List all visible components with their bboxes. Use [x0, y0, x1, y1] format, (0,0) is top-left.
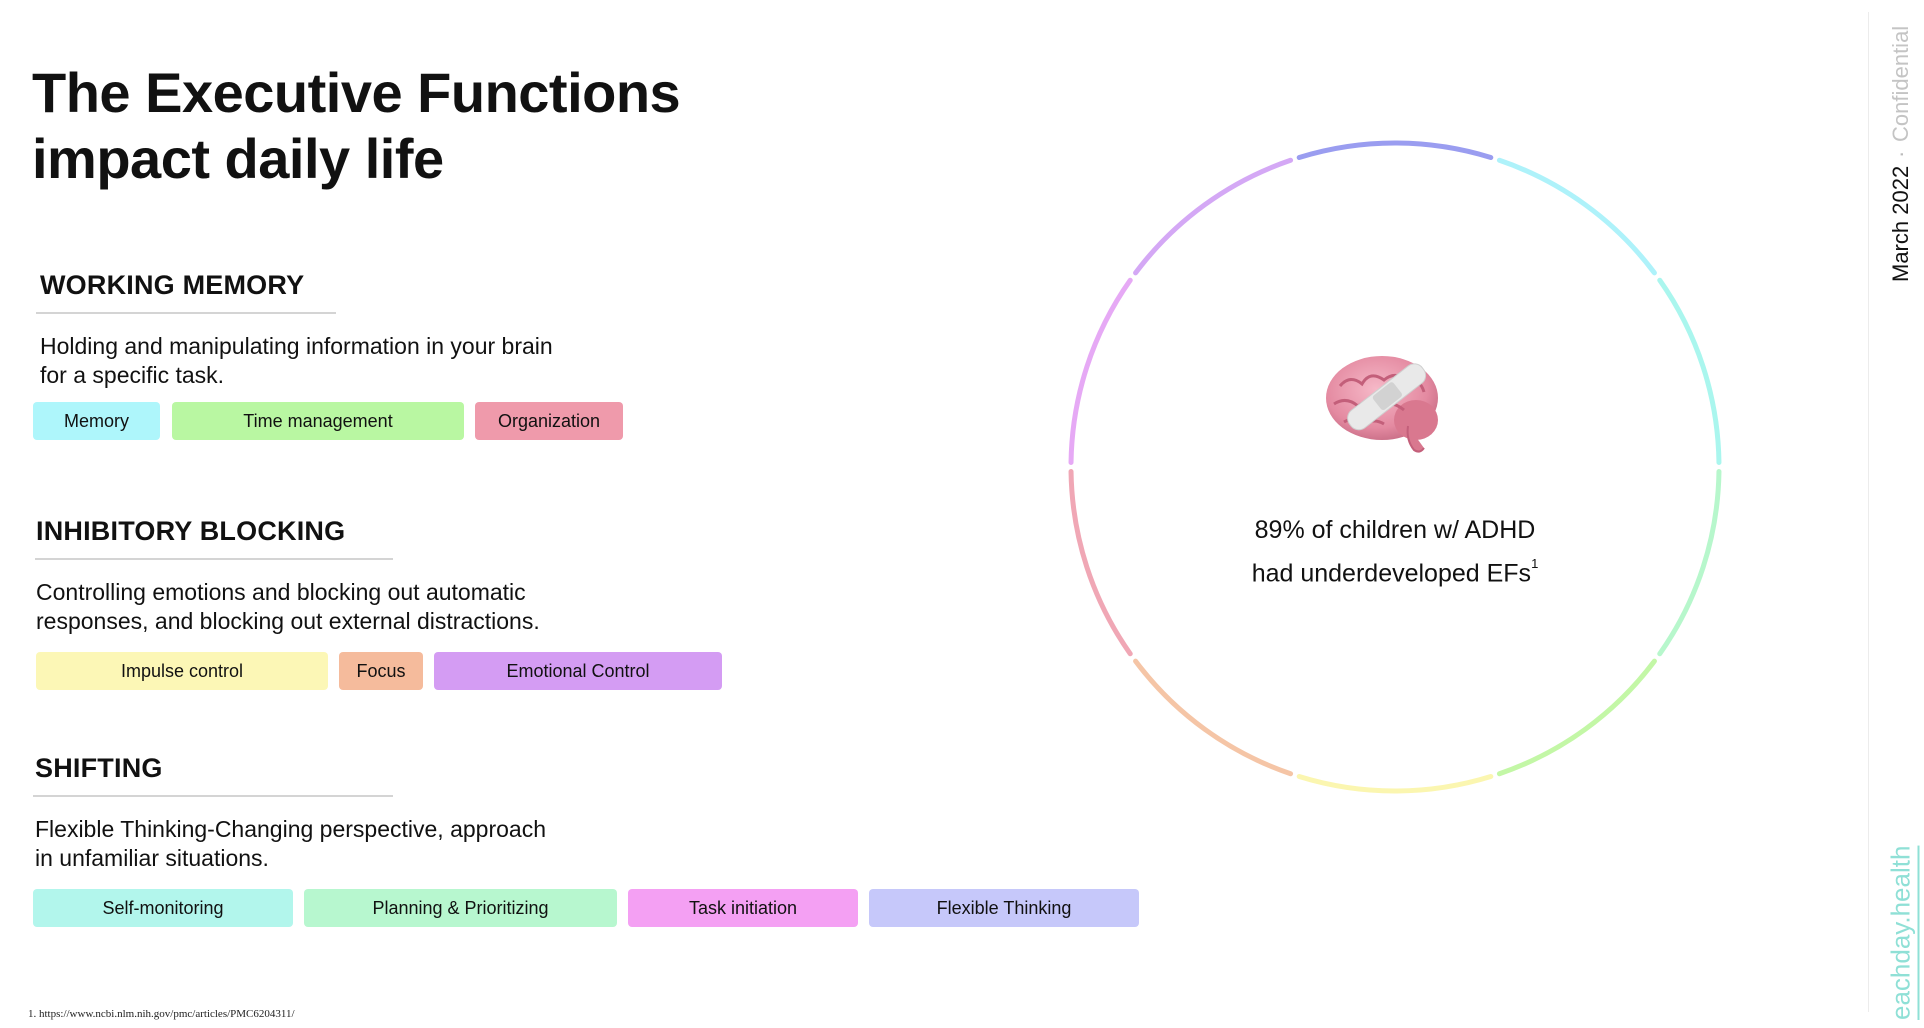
section-heading: WORKING MEMORY: [40, 270, 305, 300]
adhd-stat-line-2: had underdeveloped EFs1: [1193, 549, 1597, 592]
page-title-line-2: impact daily life: [32, 127, 444, 190]
section-divider: [33, 795, 393, 797]
section-description: Flexible Thinking-Changing perspective, …: [35, 815, 675, 873]
section-description-line: Controlling emotions and blocking out au…: [36, 579, 526, 605]
ring-segment: [1657, 277, 1722, 465]
ring-segment: [1068, 469, 1133, 657]
sidebar-meta: March 2022 · Confidential: [1886, 12, 1916, 282]
footnote-marker: 1: [1531, 556, 1539, 571]
tag-planning-prioritizing: Planning & Prioritizing: [304, 889, 617, 927]
ef-ring-svg: [1068, 140, 1722, 794]
section-description: Holding and manipulating information in …: [40, 332, 680, 390]
section-description-line: in unfamiliar situations.: [35, 845, 269, 871]
sidebar-date: March 2022: [1888, 165, 1913, 282]
ring-segment: [1496, 658, 1657, 777]
ring-segment: [1133, 157, 1294, 276]
tag-memory: Memory: [33, 402, 160, 440]
page-title: The Executive Functions impact daily lif…: [32, 60, 681, 192]
section-heading: SHIFTING: [35, 753, 163, 783]
brand-link[interactable]: eachday.health: [1885, 845, 1916, 1020]
tag-focus: Focus: [339, 652, 423, 690]
tag-self-monitoring: Self-monitoring: [33, 889, 293, 927]
section-divider: [35, 558, 393, 560]
section-description-line: Flexible Thinking-Changing perspective, …: [35, 816, 546, 842]
tag-time-management: Time management: [172, 402, 464, 440]
ring-segment: [1068, 277, 1133, 465]
ring-segment: [1657, 469, 1722, 657]
adhd-stat: 89% of children w/ ADHD had underdevelop…: [1193, 512, 1597, 592]
ring-segment: [1296, 774, 1494, 794]
brain-with-bandage-icon: [1326, 356, 1438, 453]
ring-segment: [1296, 140, 1494, 160]
section-description: Controlling emotions and blocking out au…: [36, 578, 676, 636]
ring-segment: [1133, 658, 1294, 777]
section-description-line: for a specific task.: [40, 362, 225, 388]
tag-impulse-control: Impulse control: [36, 652, 328, 690]
ef-ring: [1062, 134, 1728, 800]
adhd-stat-line-2-text: had underdeveloped EFs: [1251, 559, 1532, 588]
sidebar-separator: ·: [1888, 150, 1913, 158]
sidebar-divider: [1868, 12, 1869, 1012]
section-description-line: responses, and blocking out external dis…: [36, 608, 540, 634]
section-description-line: Holding and manipulating information in …: [40, 333, 553, 359]
tag-emotional-control: Emotional Control: [434, 652, 722, 690]
footnote: 1. https://www.ncbi.nlm.nih.gov/pmc/arti…: [28, 1008, 295, 1020]
section-divider: [36, 312, 336, 314]
ring-segment: [1496, 157, 1657, 276]
adhd-stat-line-1: 89% of children w/ ADHD: [1254, 516, 1536, 544]
tag-organization: Organization: [475, 402, 623, 440]
tag-task-initiation: Task initiation: [628, 889, 858, 927]
tag-flexible-thinking: Flexible Thinking: [869, 889, 1139, 927]
sidebar-confidential: Confidential: [1888, 26, 1913, 143]
page-title-line-1: The Executive Functions: [32, 61, 681, 124]
section-heading: INHIBITORY BLOCKING: [36, 516, 346, 546]
